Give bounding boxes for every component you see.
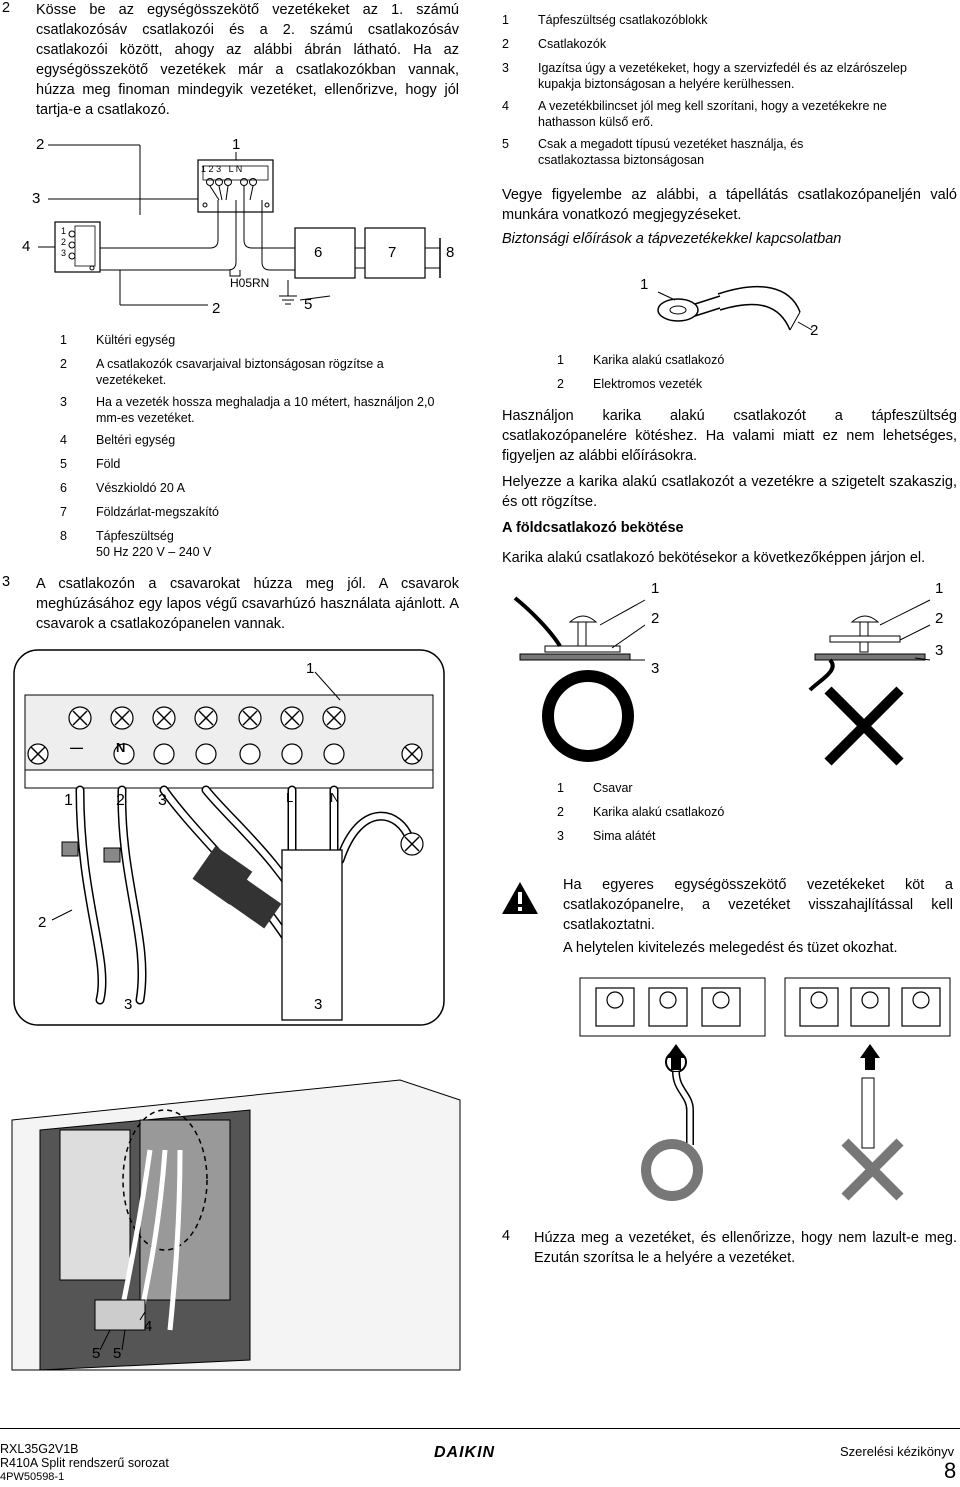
terminal-closeup-diagram: — N 1 2 3 L N 1 2 3 3 xyxy=(0,640,470,1040)
callout-6: 6 xyxy=(314,244,323,261)
block1-terminal-labels: 1 2 3 L N xyxy=(201,164,243,174)
terminal-label: 2 xyxy=(116,792,125,809)
callout-4: 4 xyxy=(144,1318,153,1335)
wiring-overview-diagram: 1 2 3 L N 1 2 3 2 1 3 4 6 7 8 2 5 H05RN xyxy=(0,130,470,320)
ring-terminal-svg xyxy=(657,285,813,331)
terminal-label: L xyxy=(286,790,294,805)
earth-connection-svg xyxy=(513,596,931,766)
outdoor-unit-svg xyxy=(11,1079,461,1371)
warning-text: Ha egyeres egységösszekötő vezetékeket k… xyxy=(563,877,953,933)
callout-5b: 5 xyxy=(113,1345,122,1362)
earth-text: Karika alakú csatlakozó bekötésekor a kö… xyxy=(502,550,926,566)
outdoor-unit-diagram: 4 5 5 xyxy=(0,1075,470,1375)
step2-text: Kösse be az egységösszekötő vezetékeket … xyxy=(36,2,459,118)
terminal-strip-diagrams xyxy=(560,970,960,1201)
callout-2b: 2 xyxy=(212,300,221,317)
screw-left-callout-2: 2 xyxy=(651,610,660,627)
callout-1: 1 xyxy=(232,136,241,153)
callout-7: 7 xyxy=(388,244,397,261)
ring-callout-1: 1 xyxy=(640,276,649,293)
step2-number: 2 xyxy=(2,0,11,16)
callout-5: 5 xyxy=(304,296,313,313)
warning-consequence: A helytelen kivitelezés melegedést és tü… xyxy=(563,940,898,956)
callout-1: 1 xyxy=(306,660,315,677)
para1: Használjon karika alakú csatlakozót a tá… xyxy=(502,408,957,464)
screw-left-callout-3: 3 xyxy=(651,660,660,677)
step3-number: 3 xyxy=(2,574,11,590)
screw-right-callout-3: 3 xyxy=(935,642,944,659)
callout-2: 2 xyxy=(36,136,45,153)
terminal-label: N xyxy=(116,740,126,755)
ring-terminal-diagram xyxy=(640,270,960,345)
callout-5: 5 xyxy=(92,1345,101,1362)
terminal-label: — xyxy=(70,740,83,755)
terminal-label: N xyxy=(330,790,340,805)
terminal-label: 1 xyxy=(64,792,73,809)
step4-number: 4 xyxy=(502,1228,511,1244)
terminal-label: 3 xyxy=(158,792,167,809)
footer-series: R410A Split rendszerű sorozat xyxy=(0,1456,169,1470)
footer-left: RXL35G2V1B R410A Split rendszerű sorozat… xyxy=(0,1442,169,1484)
terminal-closeup-svg xyxy=(13,649,445,1026)
cable-type-label: H05RN xyxy=(230,276,270,290)
ring-callout-2: 2 xyxy=(810,322,819,339)
terminal-strip-svg xyxy=(579,977,951,1201)
screw-right-callout-2: 2 xyxy=(935,610,944,627)
step4-text: Húzza meg a vezetéket, és ellenőrizze, h… xyxy=(534,1230,957,1266)
screw-left-callout-1: 1 xyxy=(651,580,660,597)
callout-8: 8 xyxy=(446,244,455,261)
block4-terminal-labels: 1 2 3 xyxy=(61,226,67,258)
earth-heading: A földcsatlakozó bekötése xyxy=(502,520,684,536)
safety-heading: Biztonsági előírások a tápvezetékekkel k… xyxy=(502,231,842,247)
note-text: Vegye figyelembe az alábbi, a tápellátás… xyxy=(502,187,957,223)
callout-3b: 3 xyxy=(314,996,323,1013)
wiring-overview-svg xyxy=(38,144,441,306)
footer-manual: Szerelési kézikönyv xyxy=(840,1444,955,1459)
footer-rule xyxy=(0,1428,960,1429)
callout-4: 4 xyxy=(22,238,31,255)
callout-3: 3 xyxy=(124,996,133,1013)
step3-text: A csatlakozón a csavarokat húzza meg jól… xyxy=(36,576,459,632)
screw-right-callout-1: 1 xyxy=(935,580,944,597)
page-number: 8 xyxy=(944,1458,957,1483)
callout-2: 2 xyxy=(38,914,47,931)
earth-connection-diagrams xyxy=(500,580,960,770)
warning-icon xyxy=(502,882,538,914)
callout-3: 3 xyxy=(32,190,41,207)
para2: Helyezze a karika alakú csatlakozót a ve… xyxy=(502,474,957,510)
footer-model: RXL35G2V1B xyxy=(0,1442,79,1456)
brand-logo: DAIKIN xyxy=(434,1444,496,1461)
footer-doc: 4PW50598-1 xyxy=(0,1471,65,1483)
